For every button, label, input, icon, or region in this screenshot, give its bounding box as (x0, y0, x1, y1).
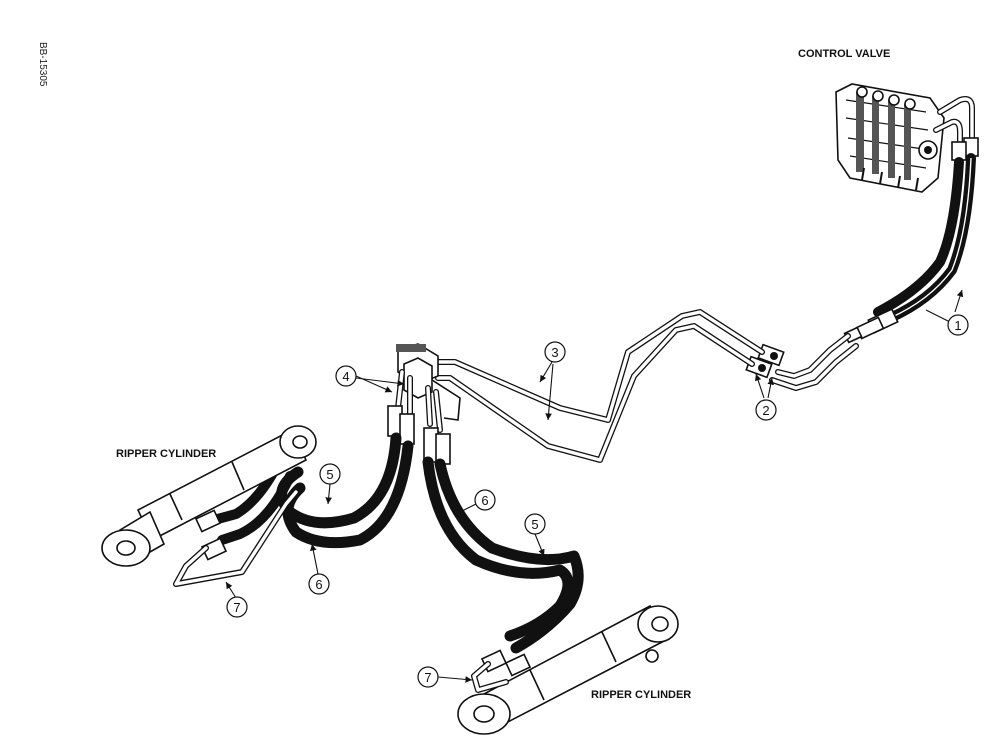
valve-tubes (933, 96, 979, 161)
callout-4-text: 4 (342, 369, 349, 384)
callout-6-left: 6 (308, 543, 330, 595)
control-valve-label: CONTROL VALVE (798, 48, 890, 60)
callout-5-right: 5 (524, 513, 546, 557)
callout-2: 2 (754, 373, 777, 421)
callout-3: 3 (539, 341, 566, 421)
callout-1-text: 1 (954, 318, 961, 333)
callout-7-right-text: 7 (424, 670, 431, 685)
callout-5-left: 5 (319, 463, 341, 505)
callout-7-left-text: 7 (233, 600, 240, 615)
ripper-cylinder-right-label: RIPPER CYLINDER (591, 689, 691, 701)
callout-5-left-text: 5 (326, 467, 333, 482)
control-valve (835, 83, 945, 193)
ripper-cylinder-left-label: RIPPER CYLINDER (116, 448, 216, 460)
hoses-right (422, 456, 584, 654)
callout-3-text: 3 (551, 345, 558, 360)
callout-7-right: 7 (417, 666, 473, 688)
callout-6-right-text: 6 (481, 493, 488, 508)
callout-1: 1 (925, 289, 969, 336)
tubes-3 (421, 309, 765, 463)
tube-to-fitting-2 (745, 333, 859, 391)
callout-7-left: 7 (225, 581, 248, 618)
callout-6-left-text: 6 (315, 577, 322, 592)
left-ripper-cylinder (101, 425, 317, 567)
tube-7-right (471, 661, 509, 693)
manifold-fittings (387, 369, 451, 465)
callout-6-right: 6 (455, 489, 496, 515)
callout-5-right-text: 5 (531, 517, 538, 532)
callout-4: 4 (335, 365, 405, 393)
figure-code: BB-15305 (37, 42, 48, 87)
tube-7-left (173, 489, 299, 587)
callout-2-text: 2 (762, 403, 769, 418)
right-ripper-cylinder (457, 604, 679, 735)
manifold-block (396, 343, 461, 421)
